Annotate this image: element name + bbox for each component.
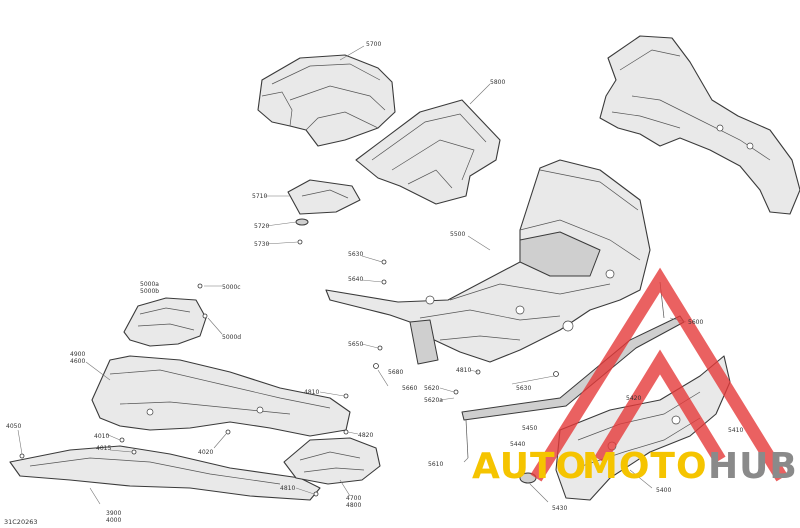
label-4700: 4700: [346, 495, 361, 502]
label-5660: 5660: [402, 385, 417, 392]
part-4900-side-panel: [91, 355, 351, 437]
part-rear-frame: [599, 35, 800, 215]
label-5440: 5440: [510, 441, 525, 448]
part-5610-bolt: [465, 419, 469, 459]
part-5000d-clip: [202, 313, 208, 319]
part-5000c-screw: [197, 283, 203, 289]
label-5000a: 5000a: [140, 281, 159, 288]
diagram-reference-code: 31C20263: [4, 518, 38, 526]
part-5500-floor-body: [325, 159, 651, 365]
label-4010: 4010: [94, 433, 109, 440]
label-5720: 5720: [254, 223, 269, 230]
label-5710: 5710: [252, 193, 267, 200]
label-5800: 5800: [490, 79, 505, 86]
part-labels: 5700 5800 5710 5720 5730 5500 5630 5640 …: [6, 41, 743, 524]
label-4000: 4000: [106, 517, 121, 524]
label-5630-b: 5630: [516, 385, 531, 392]
label-5600: 5600: [688, 319, 703, 326]
label-5680: 5680: [388, 369, 403, 376]
label-5000c: 5000c: [222, 284, 241, 291]
watermark-logo: AUTO MOTO HUB: [472, 267, 798, 487]
watermark-text-hub: HUB: [708, 446, 798, 487]
label-5630: 5630: [348, 251, 363, 258]
part-5800-floor-mat: [355, 99, 501, 205]
label-4600: 4600: [70, 358, 85, 365]
label-5430: 5430: [552, 505, 567, 512]
label-5620: 5620: [424, 385, 439, 392]
label-5400: 5400: [656, 487, 671, 494]
part-5710-plate: [287, 179, 361, 215]
label-4800: 4800: [346, 502, 361, 509]
watermark-text-auto: AUTO: [472, 446, 587, 487]
watermark-text-moto: MOTO: [582, 446, 708, 487]
watermark-triangle-icon: [530, 267, 788, 482]
label-5650: 5650: [348, 341, 363, 348]
part-3900-step-plate: [9, 445, 321, 501]
part-5700-console-cover: [257, 54, 396, 147]
label-5000b: 5000b: [140, 288, 159, 295]
part-5720-grommet: [295, 218, 309, 226]
label-5420: 5420: [626, 395, 641, 402]
label-5700: 5700: [366, 41, 381, 48]
label-4810-c: 4810: [280, 485, 295, 492]
label-4050: 4050: [6, 423, 21, 430]
label-5730: 5730: [254, 241, 269, 248]
label-5000d: 5000d: [222, 334, 241, 341]
label-4810-a: 4810: [456, 367, 471, 374]
watermark-inner-triangle-icon: [594, 349, 726, 464]
label-3900: 3900: [106, 510, 121, 517]
label-4820: 4820: [358, 432, 373, 439]
label-5450: 5450: [522, 425, 537, 432]
label-4900: 4900: [70, 351, 85, 358]
label-5620a: 5620a: [424, 397, 443, 404]
label-5410: 5410: [728, 427, 743, 434]
label-4810-b: 4810: [304, 389, 319, 396]
label-5610: 5610: [428, 461, 443, 468]
label-4015: 4015: [96, 445, 111, 452]
part-5730-screw: [297, 239, 303, 245]
leader-lines: [17, 45, 687, 505]
label-5640: 5640: [348, 276, 363, 283]
part-4700-footwell-cover: [283, 437, 381, 485]
label-4020: 4020: [198, 449, 213, 456]
part-5000-bracket: [123, 297, 207, 347]
label-5500: 5500: [450, 231, 465, 238]
